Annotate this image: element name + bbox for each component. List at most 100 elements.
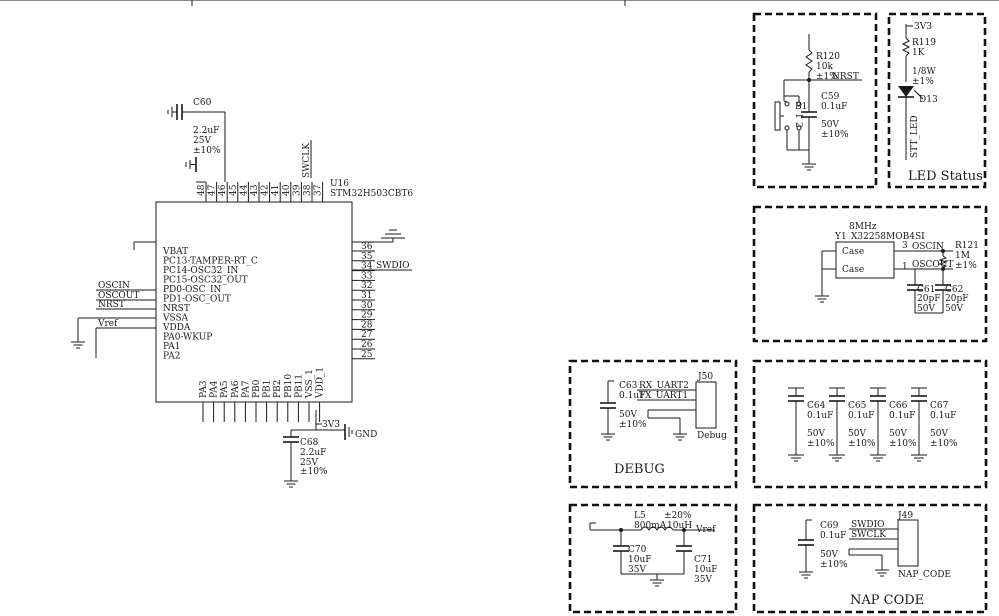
mcu-bottom-pin-label: PB11	[294, 374, 304, 398]
r119-value: 1K	[912, 48, 925, 58]
nap-swclk: SWCLK	[851, 530, 886, 540]
c62-value: 20pF	[945, 294, 968, 304]
l5-current: 800mA	[634, 521, 667, 531]
mcu-bottom-pin-label: VDD_1	[316, 367, 326, 399]
r121-tol: ±1%	[955, 261, 977, 271]
osc-pin1: 1	[902, 262, 908, 272]
mcu-left-pin-label: VSSA	[162, 314, 189, 324]
decoupling-voltage: 50V	[807, 429, 825, 439]
decoupling-tol: ±10%	[807, 439, 835, 449]
net-3v3-label: 3V3	[322, 420, 340, 430]
c63-value: 0.1uF	[619, 391, 645, 401]
mcu-ref: U16	[330, 179, 349, 189]
mcu-top-pin-number: 48	[197, 184, 207, 196]
mcu-left-pin-label: VBAT	[162, 247, 188, 257]
mcu-left-pin-label: PC15-OSC32_OUT	[163, 276, 248, 286]
net-nrst-label: NRST	[98, 300, 125, 310]
l5-ref: L5	[634, 511, 646, 521]
decoupling-voltage: 50V	[889, 429, 907, 439]
mcu-top-pin-number: 38	[303, 184, 313, 196]
r120-tol: ±1%	[816, 72, 838, 82]
c60-value: 2.2uF	[193, 126, 219, 136]
reset-nrst-label: NRST	[832, 72, 859, 82]
mcu-top-pin-number: 42	[261, 185, 271, 196]
led-frame	[887, 12, 987, 189]
decoupling-caps: C640.1uF50V±10%C650.1uF50V±10%C660.1uF50…	[788, 387, 958, 462]
j50-conn: Debug	[697, 431, 727, 441]
decoupling-voltage: 50V	[848, 429, 866, 439]
c71-ref: C71	[694, 555, 712, 565]
mcu-right-pin-number: 33	[361, 271, 373, 281]
decoupling-tol: ±10%	[889, 439, 917, 449]
debug-frame	[568, 359, 738, 489]
mcu-left-pin-label: PC13-TAMPER-RT_C	[163, 257, 258, 267]
mcu-bottom-pin-label: PA6	[231, 380, 241, 398]
net-swclk-label: SWCLK	[302, 143, 312, 178]
c71-value: 10uF	[694, 565, 718, 575]
mcu-bottom-pin-label: PB10	[284, 374, 294, 398]
mcu-left-pin-label: PC14-OSC32_IN	[163, 266, 238, 276]
c61-voltage: 50V	[917, 304, 935, 314]
osc-ref: Y1	[834, 232, 847, 242]
net-gnd-label: GND	[355, 430, 377, 440]
mcu-right-pin-number: 25	[361, 350, 373, 360]
c60-tol: ±10%	[193, 146, 221, 156]
decoupling-tol: ±10%	[848, 439, 876, 449]
c70-value: 10uF	[628, 555, 652, 565]
r121-ref: R121	[955, 241, 979, 251]
c60-ref: C60	[193, 98, 212, 108]
mcu-right-pin-number: 36	[361, 242, 373, 252]
mcu-u16: U16 STM32H503CBT6 VBATPC13-TAMPER-RT_CPC…	[70, 98, 413, 488]
mcu-bottom-pin-label: PB0	[252, 379, 262, 398]
mcu-left-pin-label: PD0-OSC_IN	[163, 285, 222, 295]
osc-case2: Case	[842, 265, 864, 275]
c61-value: 20pF	[917, 294, 940, 304]
c62-voltage: 50V	[945, 304, 963, 314]
mcu-top-pin-number: 45	[229, 184, 239, 196]
c63-tol: ±10%	[619, 420, 647, 430]
led-power: 1/8W	[912, 67, 936, 77]
led-signal: STT_LED	[910, 115, 920, 158]
mcu-right-pin-number: 34	[361, 262, 373, 272]
c59-tol: ±10%	[821, 130, 849, 140]
c63-voltage: 50V	[619, 410, 637, 420]
net-vref-label: Vref	[97, 319, 118, 329]
decoupling-ref: C65	[848, 401, 867, 411]
mcu-right-pin-number: 27	[361, 330, 373, 340]
led-block: 3V3 R119 1K 1/8W ±1% D13 STT_LED LED Sta…	[887, 12, 987, 189]
osc-part: X32258MOB4SI	[851, 232, 925, 242]
mcu-left-pin-label: PD1-OSC_OUT	[163, 295, 231, 305]
mcu-left-pin-label: PA1	[163, 342, 180, 352]
mcu-right-pin-number: 35	[361, 252, 373, 262]
c68-tol: ±10%	[300, 467, 328, 477]
b1-ref: B1	[795, 102, 807, 112]
l5-value: 10uH	[667, 521, 692, 531]
c68-value: 2.2uF	[300, 448, 326, 458]
filter-frame	[568, 503, 738, 614]
osc-frame	[752, 205, 988, 343]
mcu-bottom-pin-label: PB2	[273, 380, 283, 398]
osc-pin3: 3	[902, 241, 908, 251]
c68-voltage: 25V	[300, 458, 318, 468]
mcu-top-pin-number: 47	[208, 184, 218, 196]
mcu-top-pin-number: 40	[282, 184, 292, 196]
mcu-top-pin-number: 37	[314, 184, 324, 196]
j50-ref: J50	[697, 372, 713, 382]
c69-voltage: 50V	[820, 550, 838, 560]
osc-freq: 8MHz	[849, 222, 877, 232]
l5-inductor	[640, 526, 674, 531]
r121-value: 1M	[955, 251, 970, 261]
d13-ref: D13	[919, 95, 938, 105]
j49-conn: NAP_CODE	[898, 570, 951, 580]
mcu-right-pin-number: 29	[361, 311, 373, 321]
mcu-left-pin-label: VDDA	[162, 323, 191, 333]
led-net: 3V3	[914, 22, 932, 32]
c61-ref: C61	[917, 285, 935, 295]
mcu-top-pin-number: 41	[271, 185, 281, 196]
mcu-right-pin-number: 30	[361, 301, 373, 311]
filter-out: Vref	[695, 525, 716, 535]
mcu-right-pin-number: 32	[361, 281, 372, 291]
c70-ref: C70	[628, 545, 647, 555]
